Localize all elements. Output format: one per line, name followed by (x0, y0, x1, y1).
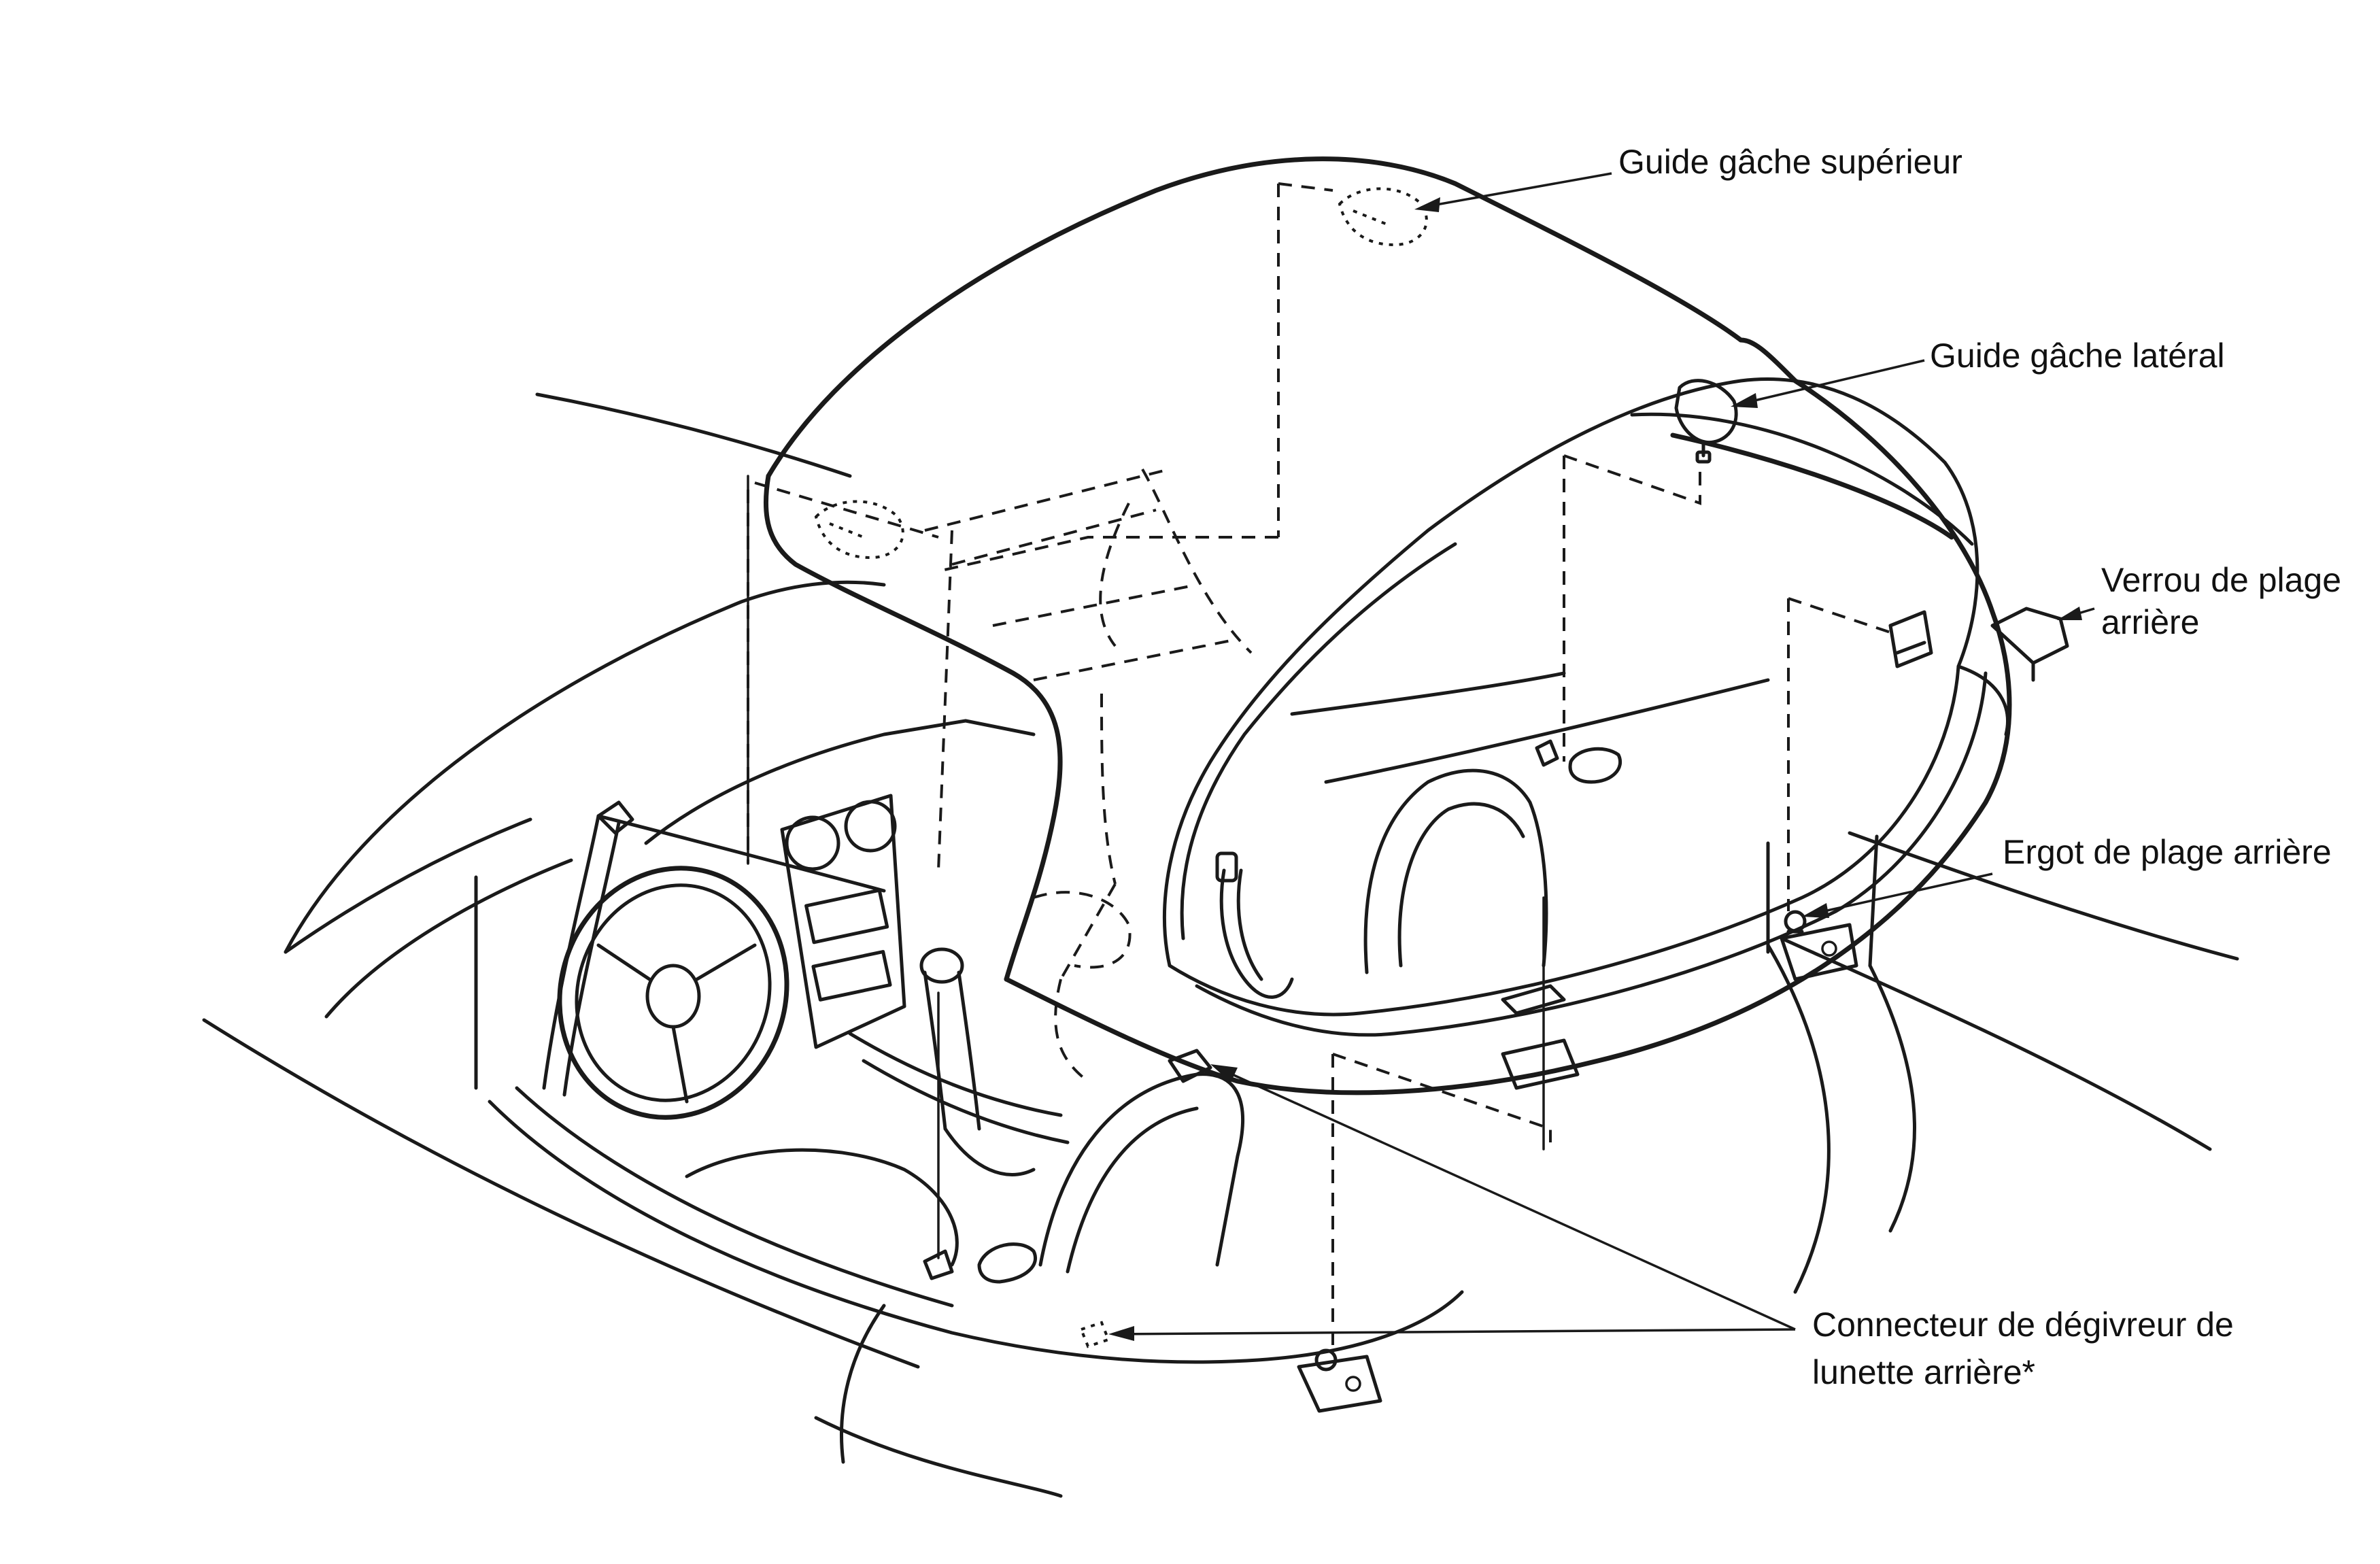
hardtop-shell (763, 156, 2012, 1095)
rear-deck-area (1215, 607, 2069, 1090)
label-defroster-connector-line2: lunette arrière* (1812, 1353, 2035, 1391)
alignment-solid-lines (747, 475, 1545, 1259)
front-striker-guide (814, 500, 904, 560)
upper-striker-guide (1338, 187, 1428, 247)
car-body-outline (202, 392, 2239, 1498)
rear-deck-pin (1297, 910, 1858, 1413)
label-rear-deck-lock-line1: Verrou de plage (2101, 561, 2342, 599)
leader-lines (1108, 172, 2095, 1341)
label-rear-deck-lock-line2: arrière (2101, 603, 2200, 641)
label-upper-striker-guide: Guide gâche supérieur (1618, 143, 1962, 181)
label-side-striker-guide: Guide gâche latéral (1930, 337, 2225, 375)
cockpit-interior (488, 719, 1464, 1364)
label-rear-deck-pin: Ergot de plage arrière (2003, 833, 2332, 871)
defroster-connector (1079, 1049, 1212, 1348)
side-striker-guide (1674, 379, 1738, 464)
windshield-corner-bracket (596, 800, 634, 835)
label-defroster-connector-line1: Connecteur de dégivreur de (1812, 1306, 2234, 1344)
